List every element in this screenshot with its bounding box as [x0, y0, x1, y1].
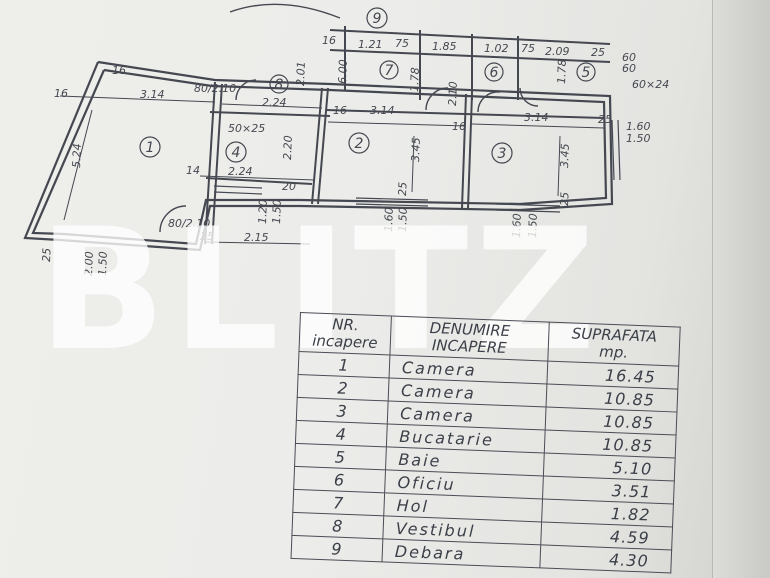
dim-label: 1.50	[526, 213, 540, 238]
rooms-table: NR. incapere DENUMIRE INCAPERE SUPRAFATA…	[291, 312, 681, 573]
row-nr: 4	[295, 420, 388, 447]
dim-label: 1.21	[358, 38, 383, 51]
dim-label: 2.01	[294, 61, 308, 86]
dim-label: 3.14	[140, 88, 165, 101]
window-marks	[213, 119, 621, 213]
dim-label: 1.20	[256, 199, 270, 224]
dim-label: 3.14	[524, 111, 549, 124]
dim-label: 25	[558, 192, 571, 206]
dim-label: 2.15	[244, 231, 269, 244]
room-6-number: 6	[490, 65, 499, 81]
row-area: 4.30	[539, 544, 672, 573]
dim-label: 1.78	[555, 59, 569, 84]
dim-label: 80/2.10	[194, 82, 236, 95]
room-7-number: 7	[385, 63, 394, 79]
dim-label: 3.14	[370, 104, 395, 117]
dim-label: 16	[333, 104, 347, 117]
dim-label: 1.78	[408, 67, 422, 92]
row-nr: 1	[298, 351, 390, 378]
dim-label: 14	[186, 164, 200, 177]
dim-label: 60×24	[632, 78, 669, 91]
dim-label: 25	[200, 230, 214, 243]
dim-label: 3.45	[409, 137, 423, 162]
row-nr: 6	[293, 466, 386, 493]
room-3-number: 3	[498, 146, 507, 162]
dim-label: 80/2.10	[168, 217, 210, 230]
dim-label: 2.10	[446, 81, 460, 106]
dim-label: 20	[282, 180, 296, 193]
dim-label: 1.50	[626, 132, 651, 145]
room-8-number: 8	[275, 77, 284, 93]
dim-label: 1.50	[96, 251, 110, 276]
room-5-number: 5	[582, 65, 591, 81]
dimension-labels: 3.14 3.14 3.14 2.24 2.24 2.15 1.85 1.02 …	[54, 34, 669, 244]
dim-label: 5.24	[70, 143, 84, 168]
room-4-number: 4	[232, 145, 241, 161]
header-suprafata: SUPRAFATA mp.	[547, 322, 681, 367]
dim-label: 16	[322, 34, 336, 47]
room-9-number: 9	[373, 11, 382, 27]
dim-label: 1.50	[270, 199, 284, 224]
door-swings	[159, 3, 539, 233]
room-2-number: 2	[355, 136, 364, 152]
watermark-logo: BLITZ	[38, 192, 603, 388]
dim-label: 2.09	[545, 45, 570, 58]
dim-label: 2.24	[262, 96, 287, 109]
dim-label: 1.50	[396, 207, 410, 232]
header-nr: NR. incapere	[298, 312, 392, 355]
dim-label: 25	[40, 248, 53, 262]
dim-label: 50×25	[228, 122, 265, 135]
dim-label: 2.20	[281, 135, 295, 160]
dim-label: 2.00	[82, 251, 96, 276]
dim-label: 2.24	[228, 165, 253, 178]
dim-label: 1.85	[432, 40, 457, 53]
row-nr: 8	[291, 512, 384, 539]
row-nr: 9	[291, 535, 383, 562]
dim-label: 1.60	[510, 213, 524, 238]
dim-label: 16	[54, 87, 68, 100]
dim-label: 60	[622, 51, 636, 64]
outer-walls	[23, 60, 614, 252]
row-nr: 5	[294, 443, 387, 470]
dim-label: 60	[622, 62, 636, 75]
dim-label: 25	[598, 113, 612, 126]
paper-edge	[712, 0, 770, 578]
room-1-number: 1	[146, 140, 155, 156]
vertical-dimension-labels: 5.24 3.45 3.45 2.01 1.60 1.50 1.60 1.50 …	[40, 59, 572, 276]
interior-walls	[204, 26, 611, 245]
dim-label: 1.60	[626, 120, 651, 133]
row-nr: 3	[296, 397, 389, 424]
row-nr: 2	[297, 374, 390, 401]
dim-label: 75	[521, 42, 535, 55]
header-nr-line2: incapere	[311, 331, 378, 352]
dim-label: 6.00	[336, 59, 350, 84]
header-denumire: DENUMIRE INCAPERE	[389, 316, 550, 362]
dim-label: 16	[452, 120, 466, 133]
dimension-lines	[59, 95, 605, 245]
dim-label: 3.45	[558, 143, 572, 168]
dim-label: 16	[112, 64, 126, 77]
dim-label: 1.02	[484, 42, 509, 55]
dim-label: 25	[591, 46, 605, 59]
dim-label: 1.60	[382, 207, 396, 232]
dim-label: 75	[395, 37, 409, 50]
row-nr: 7	[292, 489, 385, 516]
room-number-labels: 1 2 3 4 5 6 7 8 9	[139, 7, 596, 164]
dim-label: 25	[396, 182, 409, 196]
